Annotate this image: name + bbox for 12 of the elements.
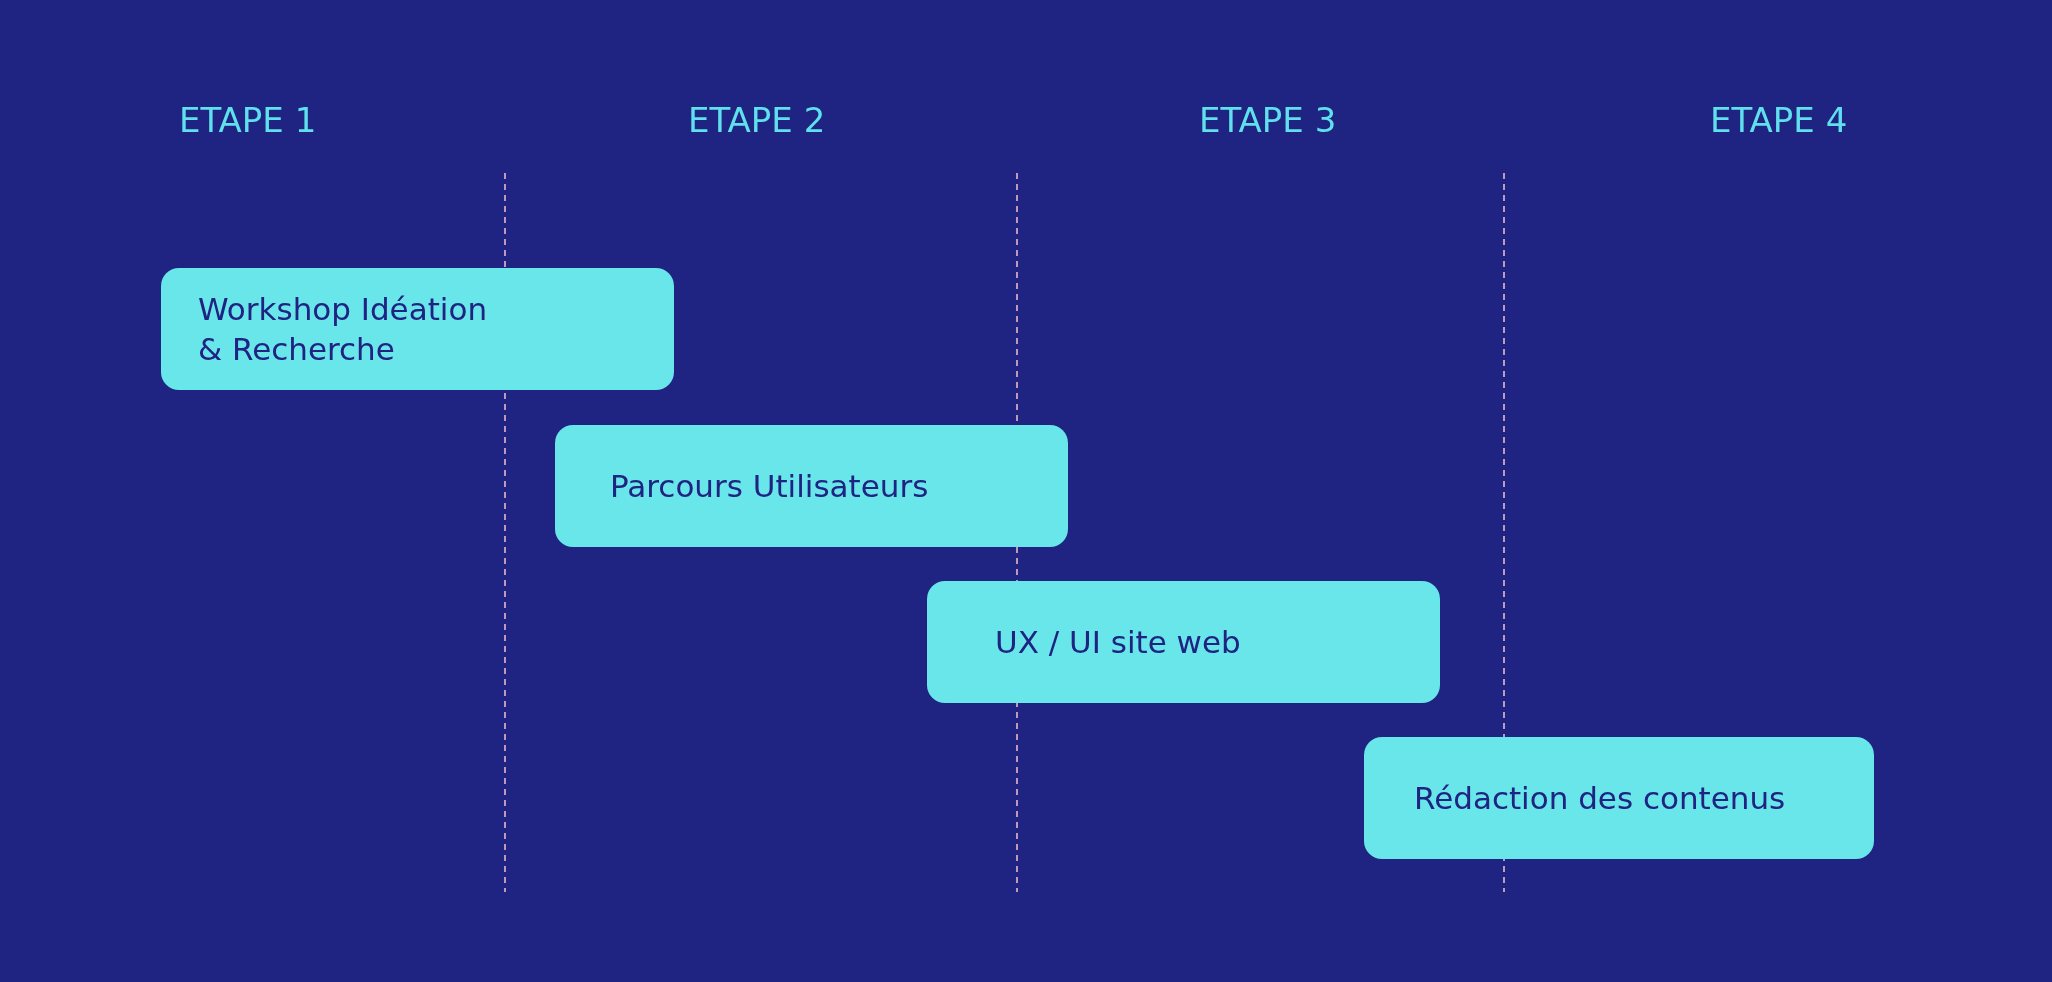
task-label: Workshop Idéation & Recherche	[198, 289, 489, 369]
task-bar	[1364, 737, 1874, 859]
stage-heading: ETAPE 3	[1199, 103, 1337, 137]
task-bar	[161, 268, 674, 390]
stage-heading: ETAPE 2	[688, 103, 826, 137]
task-label: Parcours Utilisateurs	[610, 466, 929, 506]
task-label: UX / UI site web	[995, 622, 1241, 662]
task-bar	[927, 581, 1440, 703]
stage-heading: ETAPE 4	[1710, 103, 1848, 137]
task-bar	[555, 425, 1068, 547]
task-label: Rédaction des contenus	[1414, 778, 1786, 818]
stage-heading: ETAPE 1	[179, 103, 317, 137]
